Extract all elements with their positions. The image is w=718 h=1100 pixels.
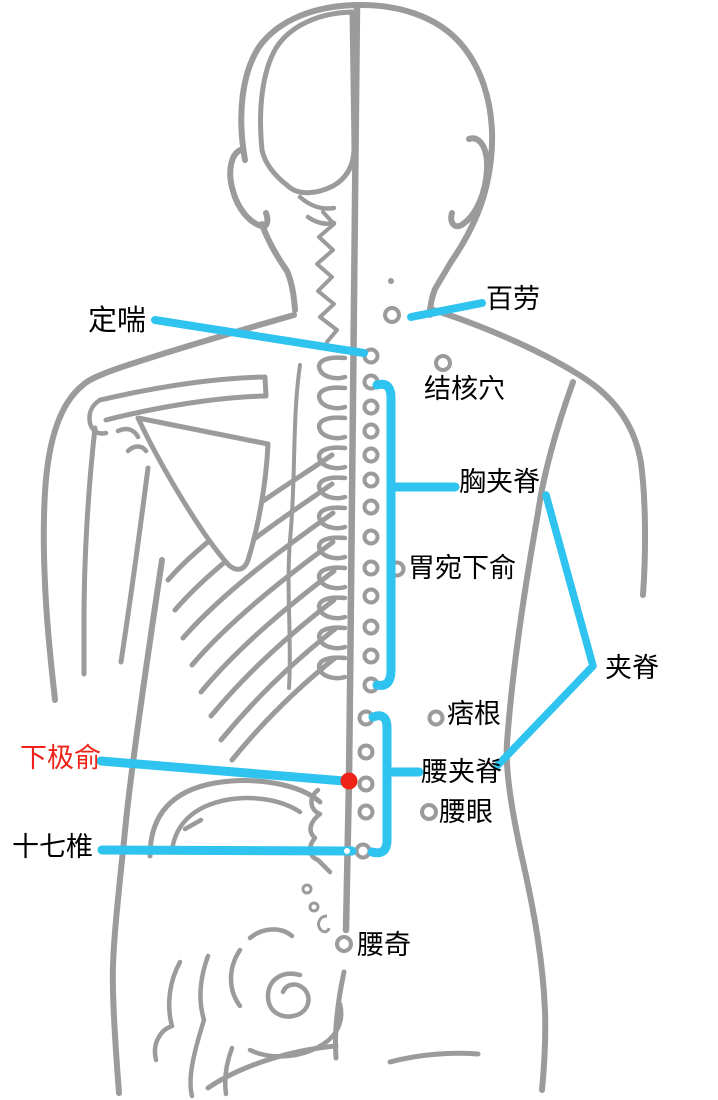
label-jiehexue: 结核穴	[424, 374, 505, 405]
label-yaojiaji: 腰夹脊	[421, 757, 502, 788]
skeleton-detail-group	[87, 2, 481, 1099]
right-ear	[448, 135, 491, 230]
label-dingchuan: 定喘	[88, 303, 147, 337]
point-marker-yaoqi	[335, 935, 353, 953]
label-xiongjiaji: 胸夹脊	[459, 467, 540, 498]
sacral-dot-3	[317, 914, 331, 934]
buttock-crease-left	[205, 1043, 339, 1091]
point-marker-yaoyan	[420, 803, 438, 821]
right-shoulder-arm	[427, 306, 649, 598]
right-torso-contour	[503, 379, 576, 1093]
point-marker-pigen	[427, 709, 445, 727]
sacral-dot-1	[301, 883, 313, 895]
sacral-dot-2	[308, 901, 320, 913]
scapula	[135, 415, 271, 572]
leader-xiajishu	[96, 756, 349, 786]
jiaji-point-chain	[354, 347, 380, 860]
label-pigen: 痞根	[447, 699, 501, 730]
left-shoulder-arm	[40, 312, 297, 703]
shoulder-joint-detail	[87, 397, 149, 454]
leader-dingchuan	[151, 316, 368, 357]
label-weiwanxiashu: 胃宛下俞	[408, 553, 516, 584]
connector-jiaji	[493, 491, 597, 770]
bracket-lumbar	[367, 711, 392, 858]
label-yaoqi: 腰奇	[357, 930, 411, 961]
left-torso-contour	[109, 557, 165, 1096]
iliac-crest	[147, 778, 323, 859]
cervical-vertebrae	[315, 210, 339, 344]
thoracic-vertebrae	[316, 355, 348, 681]
spine-midline	[342, 2, 361, 934]
gluteal-cleft	[332, 969, 347, 1061]
left-ear	[227, 146, 271, 230]
red-point-xiajishu	[340, 772, 358, 790]
left-humerus	[81, 425, 151, 677]
body-outline-group	[40, 1, 649, 1096]
head-outline	[238, 1, 496, 318]
iliac-inner	[169, 795, 303, 853]
label-xiajishu: 下极俞	[20, 743, 101, 774]
leader-bailao	[407, 299, 486, 321]
vertebral-edge	[286, 363, 302, 690]
hip-detail	[228, 927, 344, 1059]
scapular-spine	[97, 374, 269, 423]
point-marker-bailao	[383, 306, 401, 324]
label-yaoyan: 腰眼	[439, 797, 493, 828]
femur-detail	[152, 953, 235, 1099]
skull-patch	[258, 9, 357, 196]
point-marker-jiehexue	[434, 354, 452, 372]
dot-on-shiqizhui-line	[344, 848, 350, 854]
label-shiqizhui: 十七椎	[12, 832, 93, 863]
leader-shiqizhui	[97, 845, 357, 856]
dot-above-bailao	[388, 278, 394, 284]
buttock-crease-right	[387, 1050, 481, 1065]
label-jiaji: 夹脊	[605, 653, 659, 684]
annotation-lines	[96, 299, 597, 858]
label-bailao: 百劳	[486, 284, 540, 315]
bracket-thoracic	[372, 379, 396, 690]
jaw-neck-left	[259, 221, 298, 313]
named-point-markers	[301, 278, 452, 953]
